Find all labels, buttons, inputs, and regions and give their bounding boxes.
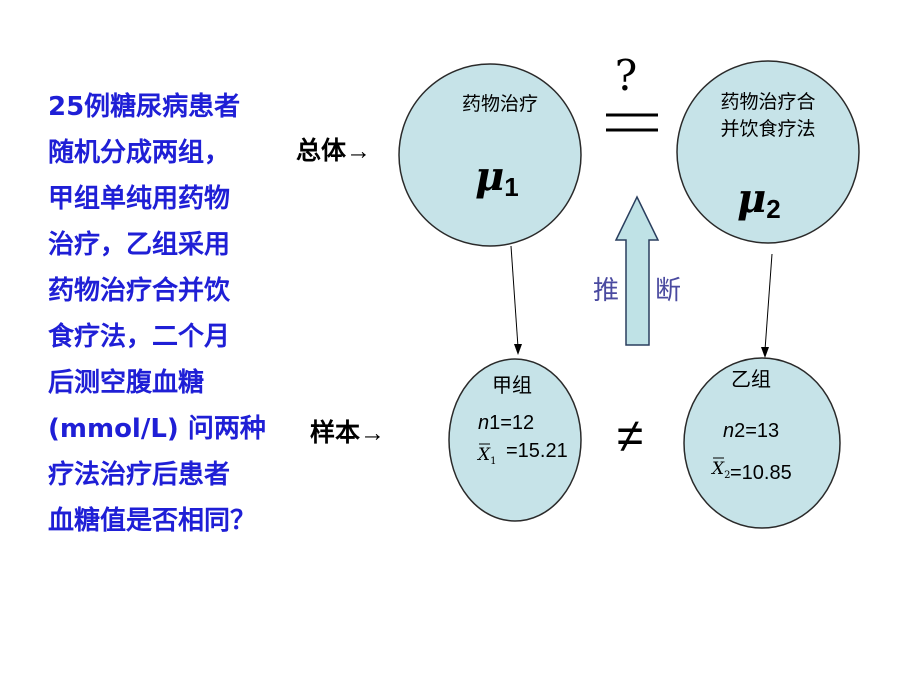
population-1-symbol: μ1 [475, 153, 519, 202]
population-1-title: 药物治疗 [462, 93, 538, 115]
sample-1-mean-symbol: X1 [476, 445, 496, 467]
sample-2-mean-symbol: X2 [710, 459, 730, 481]
question-text: 25例糖尿病患者随机分成两组， 甲组单纯用药物治疗，乙组采用药物治疗合并饮食疗法，… [48, 84, 298, 544]
sample-1-n: n1=12 [478, 412, 534, 434]
population-2-circle [676, 60, 860, 244]
sample-1-circle [448, 358, 582, 522]
question-line: 甲组单纯用药物 [48, 184, 231, 214]
question-line: 食疗法，二个月 [48, 322, 231, 352]
inference-arrow [614, 195, 660, 346]
not-equal-sign: ≠ [617, 410, 643, 463]
population-2-symbol: μ2 [737, 175, 781, 224]
population-label: 总体→ [296, 137, 371, 165]
inference-char-1: 推 [593, 276, 619, 306]
question-line: 后测空腹血糖 [48, 368, 205, 398]
question-line: 25例糖尿病患者 [48, 92, 241, 122]
question-line: 血糖值是否相同？ [48, 506, 257, 536]
question-line: (mmol/L) 问两种 [48, 414, 266, 444]
sample-1-title: 甲组 [492, 373, 532, 397]
question-line: 疗法治疗后患者 [48, 460, 231, 490]
population-2-title-line2: 并饮食疗法 [720, 118, 815, 140]
sampling-arrow-1-head [514, 344, 522, 355]
sample-label: 样本→ [310, 418, 385, 447]
sample-1-mean-value: =15.21 [506, 440, 568, 462]
sample-2-mean-value: =10.85 [730, 462, 792, 484]
sample-2-title: 乙组 [731, 367, 771, 391]
question-line: 随机分成两组， [48, 138, 231, 168]
question-line: 药物治疗合并饮 [48, 276, 231, 306]
population-1-circle [398, 63, 582, 247]
question-mark: ? [615, 51, 638, 100]
sample-2-circle [683, 357, 841, 529]
question-line: 治疗，乙组采用 [48, 230, 231, 260]
sampling-arrow-1 [510, 245, 519, 348]
population-2-title-line1: 药物治疗合 [720, 91, 815, 113]
sampling-arrow-2-head [761, 347, 769, 358]
inference-char-2: 断 [655, 276, 681, 306]
sample-2-n: n2=13 [723, 420, 779, 442]
sampling-arrow-2 [764, 253, 773, 351]
